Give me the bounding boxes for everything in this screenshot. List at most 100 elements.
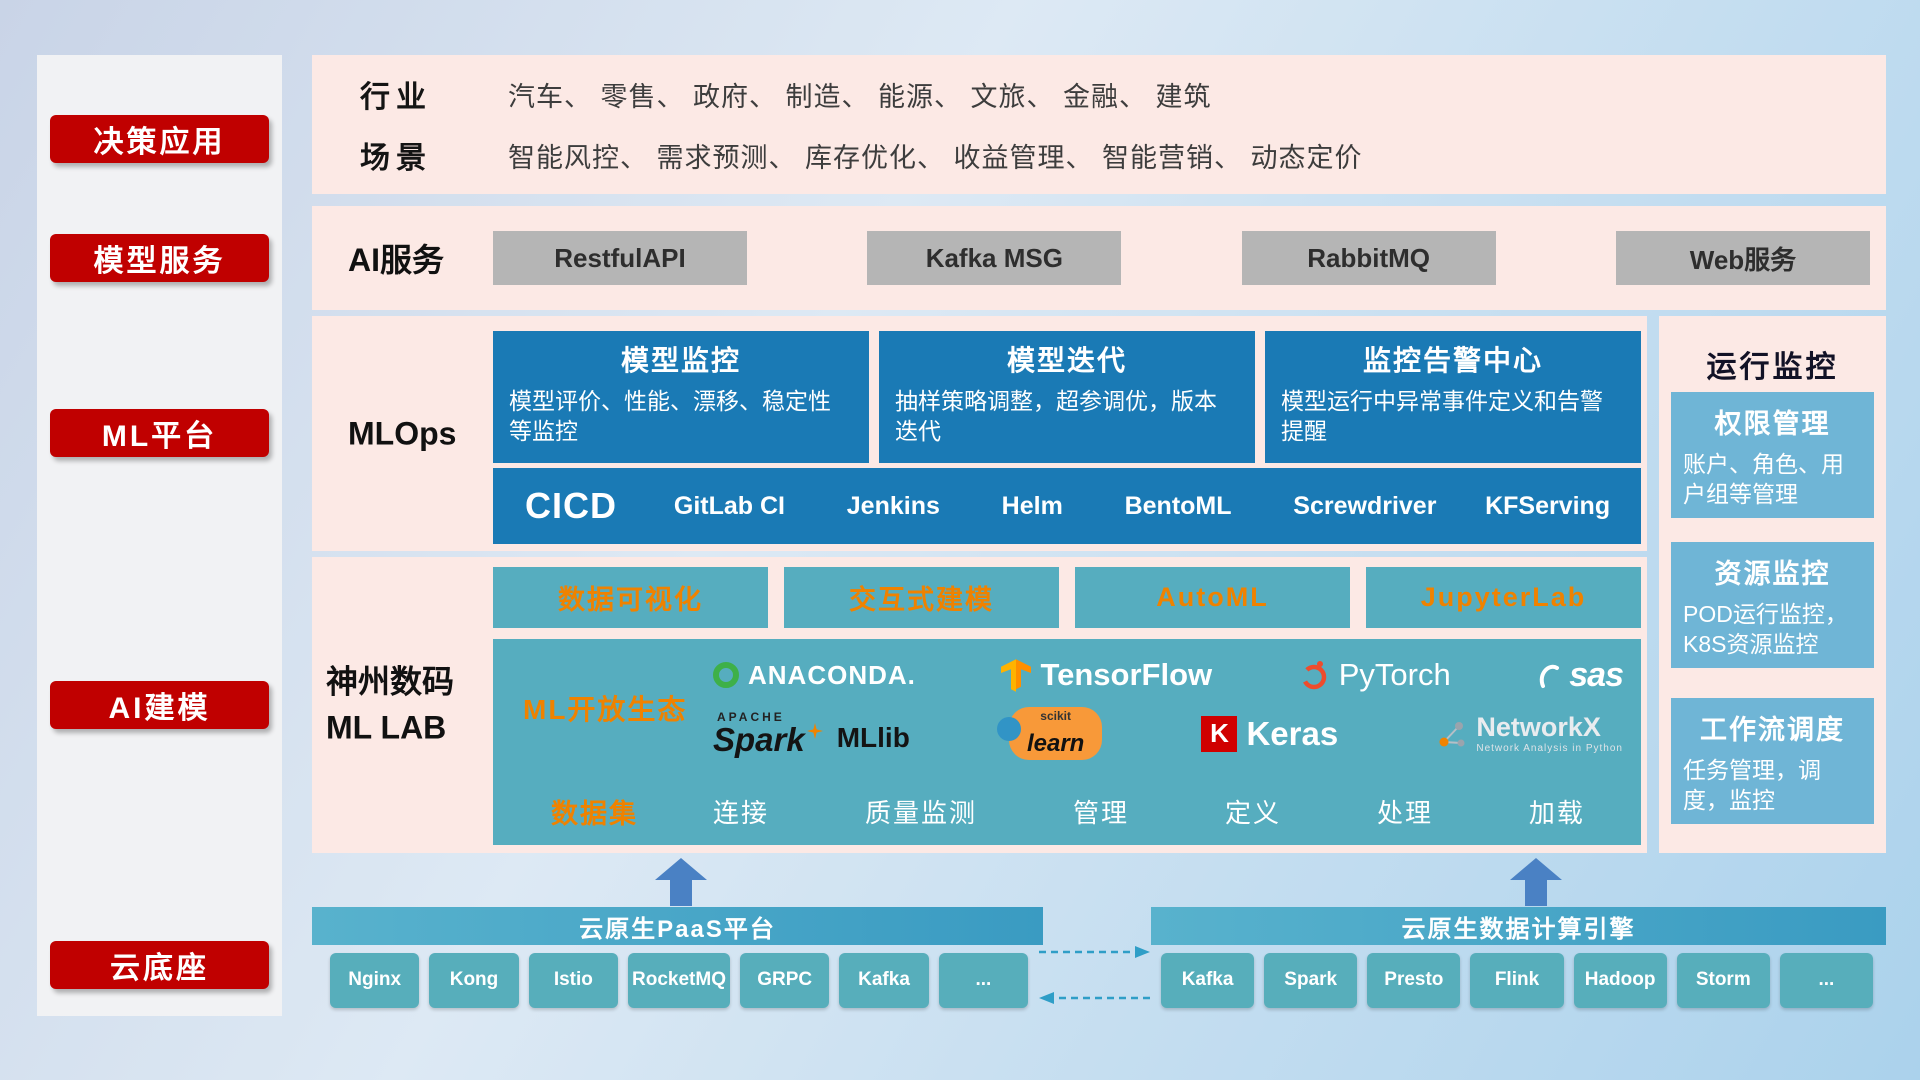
- card-title: 权限管理: [1714, 409, 1831, 439]
- kafka-chip[interactable]: Kafka: [839, 953, 929, 1008]
- nginx-chip[interactable]: Nginx: [330, 953, 420, 1008]
- permission-management-card: 权限管理 账户、角色、用户组等管理: [1671, 392, 1874, 518]
- cicd-tools: GitLab CI Jenkins Helm BentoML Screwdriv…: [643, 492, 1641, 521]
- mllib-label: MLlib: [836, 722, 910, 753]
- sidebar-item-ml-platform[interactable]: ML平台: [50, 409, 269, 457]
- dataset-item-connect: 连接: [713, 797, 770, 828]
- more-engine-chip[interactable]: ...: [1779, 953, 1873, 1008]
- runtime-monitor-title: 运行监控: [1706, 351, 1839, 384]
- networkx-label: NetworkX: [1476, 711, 1601, 742]
- tensorflow-label: TensorFlow: [1040, 657, 1213, 693]
- card-title: 模型迭代: [1006, 345, 1127, 376]
- keras-icon: K: [1201, 715, 1238, 752]
- mllab-label: 神州数码 ML LAB: [326, 659, 488, 752]
- presto-chip[interactable]: Presto: [1367, 953, 1461, 1008]
- tensorflow-icon: [1001, 659, 1032, 692]
- anaconda-icon: [713, 662, 739, 689]
- alert-center-card: 监控告警中心 模型运行中异常事件定义和告警提醒: [1265, 331, 1641, 463]
- mlops-cards: 模型监控 模型评价、性能、漂移、稳定性等监控 模型迭代 抽样策略调整，超参调优，…: [493, 331, 1641, 463]
- anaconda-logo: ANACONDA.: [713, 660, 916, 691]
- resource-monitor-card: 资源监控 POD运行监控，K8S资源监控: [1671, 542, 1874, 668]
- kong-chip[interactable]: Kong: [429, 953, 519, 1008]
- istio-chip[interactable]: Istio: [528, 953, 619, 1008]
- jupyterlab-button[interactable]: JupyterLab: [1366, 567, 1641, 628]
- sidebar-item-ai-modeling[interactable]: AI建模: [50, 681, 269, 729]
- model-iteration-card: 模型迭代 抽样策略调整，超参调优，版本迭代: [879, 331, 1255, 463]
- cicd-tool-screwdriver: Screwdriver: [1293, 491, 1437, 520]
- ai-service-buttons: RestfulAPI Kafka MSG RabbitMQ Web服务: [493, 231, 1870, 285]
- spark-mllib-logo: APACHE Spark MLlib: [713, 711, 910, 756]
- paas-banner-title: 云原生PaaS平台: [579, 915, 776, 943]
- pytorch-label: PyTorch: [1338, 657, 1451, 693]
- scikit-caption: scikit: [1040, 708, 1071, 723]
- cicd-tool-jenkins: Jenkins: [846, 491, 940, 520]
- networkx-caption: Network Analysis in Python: [1476, 742, 1623, 754]
- grpc-chip[interactable]: GRPC: [740, 953, 830, 1008]
- dataset-item-define: 定义: [1224, 797, 1281, 828]
- automl-button[interactable]: AutoML: [1075, 567, 1350, 628]
- more-chip[interactable]: ...: [938, 953, 1029, 1008]
- mllab-label-line2: ML LAB: [326, 710, 447, 746]
- logo-row-1: ANACONDA. TensorFlow: [713, 656, 1624, 695]
- ml-ecosystem-label: ML开放生态: [523, 694, 688, 725]
- card-desc: 模型评价、性能、漂移、稳定性等监控: [509, 388, 831, 444]
- scikit-learn-label: learn: [1026, 729, 1085, 757]
- cicd-tool-gitlab-ci: GitLab CI: [673, 491, 785, 520]
- networkx-text-block: NetworkX Network Analysis in Python: [1476, 711, 1623, 754]
- workflow-scheduler-card: 工作流调度 任务管理，调度，监控: [1671, 698, 1874, 824]
- rocketmq-chip[interactable]: RocketMQ: [628, 953, 730, 1008]
- mlops-row: MLOps 模型监控 模型评价、性能、漂移、稳定性等监控 模型迭代 抽样策略调整…: [312, 316, 1647, 551]
- ai-service-label: AI服务: [348, 242, 445, 278]
- industry-value: 汽车、 零售、 政府、 制造、 能源、 文旅、 金融、 建筑: [508, 81, 1212, 112]
- kafka-engine-chip[interactable]: Kafka: [1161, 953, 1255, 1008]
- flink-chip[interactable]: Flink: [1470, 953, 1564, 1008]
- dataset-item-manage: 管理: [1072, 797, 1129, 828]
- sidebar-item-decision-apps[interactable]: 决策应用: [50, 115, 269, 163]
- card-desc: 模型运行中异常事件定义和告警提醒: [1281, 388, 1603, 444]
- storm-chip[interactable]: Storm: [1676, 953, 1770, 1008]
- paas-banner: 云原生PaaS平台: [312, 907, 1043, 945]
- card-desc: POD运行监控，K8S资源监控: [1683, 601, 1848, 657]
- kafka-msg-button[interactable]: Kafka MSG: [867, 231, 1122, 285]
- web-service-button[interactable]: Web服务: [1615, 231, 1870, 285]
- tensorflow-logo: TensorFlow: [1001, 657, 1212, 693]
- card-title: 资源监控: [1714, 559, 1831, 589]
- exchange-arrows: [1039, 946, 1150, 1004]
- data-engine-banner: 云原生数据计算引擎: [1151, 907, 1886, 945]
- scikit-learn-icon: [996, 716, 1021, 741]
- networkx-logo: NetworkX Network Analysis in Python: [1437, 711, 1623, 754]
- pytorch-icon: [1301, 661, 1326, 690]
- interactive-modeling-button[interactable]: 交互式建模: [784, 567, 1059, 628]
- data-engine-banner-title: 云原生数据计算引擎: [1401, 915, 1636, 943]
- scikit-learn-logo: scikit learn: [996, 706, 1103, 761]
- cicd-label: CICD: [525, 485, 617, 526]
- spark-star-icon: [806, 723, 823, 739]
- data-visualization-button[interactable]: 数据可视化: [493, 567, 768, 628]
- dataset-item-load: 加载: [1528, 797, 1585, 828]
- sas-logo: sas: [1536, 656, 1624, 695]
- sidebar-item-cloud-base[interactable]: 云底座: [50, 941, 269, 989]
- spark-logo: APACHE Spark: [713, 711, 823, 756]
- cicd-bar: CICD GitLab CI Jenkins Helm BentoML Scre…: [493, 468, 1641, 544]
- card-title: 监控告警中心: [1362, 345, 1543, 376]
- mllab-row: 神州数码 ML LAB 数据可视化 交互式建模 AutoML JupyterLa…: [312, 557, 1647, 853]
- pytorch-logo: PyTorch: [1298, 657, 1451, 693]
- restful-api-button[interactable]: RestfulAPI: [493, 231, 747, 285]
- scenario-label: 场景: [360, 142, 432, 175]
- scenario-line: 场景 智能风控、 需求预测、 库存优化、 收益管理、 智能营销、 动态定价: [360, 133, 1886, 177]
- ai-service-row: AI服务 RestfulAPI Kafka MSG RabbitMQ Web服务: [312, 206, 1886, 310]
- keras-label: Keras: [1246, 714, 1339, 752]
- spark-chip[interactable]: Spark: [1264, 953, 1358, 1008]
- sas-icon: [1540, 665, 1560, 689]
- mlops-label: MLOps: [348, 415, 457, 451]
- apache-caption: APACHE: [717, 710, 785, 724]
- sidebar-item-model-service[interactable]: 模型服务: [50, 234, 269, 282]
- industry-label: 行业: [360, 81, 432, 114]
- dataset-bar: 数据集 连接 质量监测 管理 定义 处理 加载: [493, 777, 1641, 845]
- spark-label: Spark: [713, 721, 805, 758]
- rabbitmq-button[interactable]: RabbitMQ: [1241, 231, 1496, 285]
- data-engine-components: Kafka Spark Presto Flink Hadoop Storm ..…: [1161, 953, 1873, 1008]
- ecosystem-logos: ANACONDA. TensorFlow: [709, 656, 1641, 761]
- dataset-item-quality: 质量监测: [864, 797, 977, 828]
- hadoop-chip[interactable]: Hadoop: [1573, 953, 1667, 1008]
